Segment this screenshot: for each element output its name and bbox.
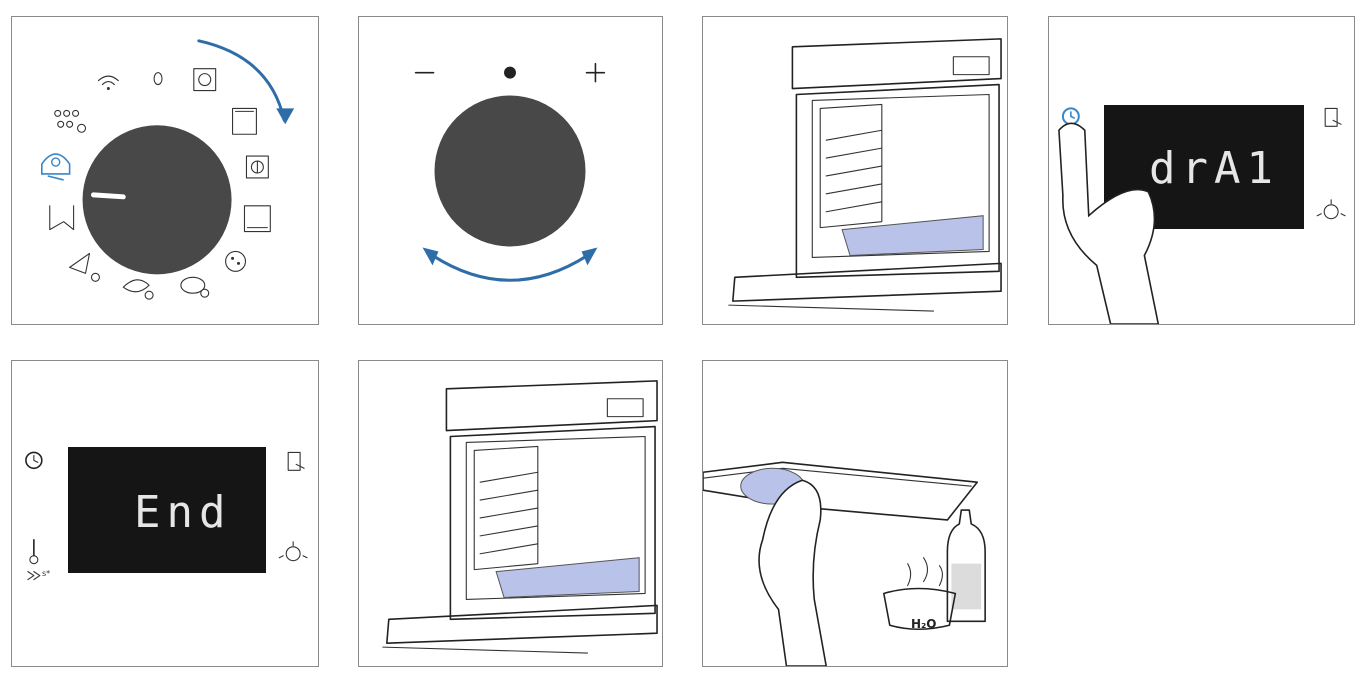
light-icon: [278, 541, 308, 562]
wiping-hand-icon: [758, 479, 827, 666]
adjust-knob-illustration: [414, 62, 606, 282]
oven-door-open: [386, 604, 658, 644]
steam-drops-icon: [54, 109, 87, 133]
keep-warm-icon: [49, 205, 75, 231]
panel-display-end: End s*: [11, 360, 319, 667]
panel-display-drain: drA1: [1048, 16, 1355, 325]
side-wall: [819, 103, 883, 229]
soap-liquid: [951, 563, 982, 610]
knob-indicator: [90, 192, 126, 200]
vegetable-icon: [69, 252, 100, 282]
arrow-left-head-icon: [422, 247, 439, 266]
top-bottom-heat-icon: [232, 107, 257, 135]
adjust-knob: [434, 95, 586, 247]
panel-clean-tray: H₂O: [702, 360, 1008, 667]
display-screen: [68, 447, 266, 573]
thermometer-icon: [27, 539, 41, 581]
water-tray: [495, 557, 640, 598]
oven-display: [606, 398, 644, 418]
arrow-right-head-icon: [581, 247, 598, 266]
side-wall: [473, 445, 539, 571]
steam-oven-icon: [193, 68, 217, 92]
plus-icon: [585, 62, 606, 83]
steam-icon: [907, 557, 943, 587]
panel-oven-tray-bottom: [358, 360, 663, 667]
oven-cavity: [811, 93, 990, 258]
display-text: drA1: [1149, 143, 1279, 194]
shelf-racks: [825, 129, 883, 213]
oven-control-panel: [445, 380, 658, 432]
oven-control-panel: [791, 38, 1002, 90]
descaling-icon: [41, 153, 71, 181]
hot-air-icon: [245, 155, 269, 179]
oven-display: [952, 56, 990, 76]
arrow-head-icon: [276, 108, 295, 125]
rotate-both-ways-arrow: [431, 253, 589, 282]
oven-tray-illustration: [382, 380, 658, 654]
panel-mode-knob: [11, 16, 319, 325]
clock-icon: [25, 451, 43, 470]
off-position-icon: [153, 72, 163, 86]
oven-cavity: [465, 435, 646, 600]
door-hinge: [728, 304, 935, 312]
light-icon: [1316, 199, 1346, 220]
tray-being-wiped: [703, 461, 978, 521]
panel-oven-tray-top: [702, 16, 1008, 325]
water-bowl: [883, 587, 957, 631]
finger-press-illustration: [1058, 107, 1346, 324]
selector-knob: [82, 125, 232, 275]
cleaning-illustration: [703, 461, 986, 666]
bowl-label: H₂O: [911, 617, 937, 631]
end-display-illustration: [25, 451, 308, 581]
shelf-racks: [479, 471, 539, 555]
finger-hand-icon: [1058, 122, 1160, 324]
mode-knob-illustration: [41, 39, 295, 300]
oven-tray-illustration: [728, 38, 1002, 312]
meat-icon: [180, 276, 210, 298]
door-open-icon: [287, 451, 305, 471]
oven-door-open: [732, 262, 1002, 302]
door-open-icon: [1324, 107, 1342, 127]
fish-icon: [122, 279, 154, 300]
dish-soap-bottle: [946, 509, 986, 623]
door-hinge: [382, 646, 589, 654]
center-dot-icon: [504, 66, 516, 79]
pizza-icon: [225, 250, 247, 272]
wifi-icon: [97, 75, 119, 91]
oven-frame: [795, 83, 1000, 279]
display-text: End: [134, 487, 232, 538]
water-tray: [841, 215, 984, 256]
oven-frame: [449, 425, 656, 621]
bottom-heat-icon: [243, 205, 271, 233]
panel-adjust-knob: [358, 16, 663, 325]
rotate-clockwise-arrow: [197, 39, 286, 122]
temp-unit-label: s*: [42, 569, 51, 578]
